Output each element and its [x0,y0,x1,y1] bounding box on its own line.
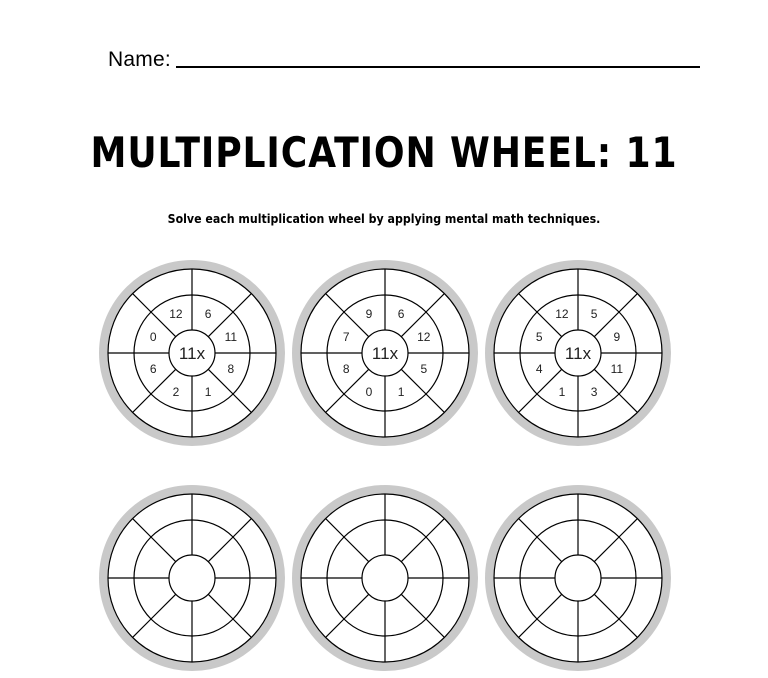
wheel-center [168,329,216,377]
wheel-number: 5 [420,362,427,376]
wheel-center [554,554,602,602]
multiplication-wheel [99,485,285,671]
wheel-number: 9 [366,307,373,321]
wheel-number: 11 [611,362,624,376]
outer-divider [232,293,252,313]
wheel-number: 3 [591,385,598,399]
wheel-number: 12 [169,307,183,321]
wheel-number: 8 [343,362,350,376]
outer-divider [618,293,638,313]
wheel-center [168,554,216,602]
wheel-number: 1 [398,385,405,399]
inner-diagonal-divider [207,368,234,395]
inner-diagonal-divider [536,368,563,395]
name-field: Name: [108,44,702,74]
wheel-number: 0 [366,385,373,399]
outer-divider [425,393,445,413]
worksheet-instructions: Solve each multiplication wheel by apply… [167,211,601,226]
outer-divider [425,293,445,313]
wheel-number: 11 [225,330,238,344]
wheel-center-label: 11x [372,344,399,363]
outer-divider [518,393,538,413]
wheel-number: 4 [536,362,543,376]
wheel-number: 6 [205,307,212,321]
inner-diagonal-divider [343,368,370,395]
name-label: Name: [108,48,171,71]
wheel-number: 12 [417,330,431,344]
wheel-number: 5 [591,307,598,321]
wheel-number: 6 [150,362,157,376]
wheel-center [361,329,409,377]
wheel-center [554,329,602,377]
wheel-number: 0 [150,330,157,344]
wheel-center [361,554,409,602]
inner-diagonal-divider [150,311,177,338]
wheel-number: 12 [555,307,569,321]
multiplication-wheel [292,485,478,671]
wheel-center-label: 11x [179,344,206,363]
multiplication-wheel [485,485,671,671]
outer-divider [132,293,152,313]
outer-divider [518,293,538,313]
inner-diagonal-divider [150,368,177,395]
inner-diagonal-divider [593,311,620,338]
outer-divider [325,293,345,313]
multiplication-wheel: 11x 9 6 12 5 1 0 8 7 [292,260,478,446]
inner-diagonal-divider [536,311,563,338]
outer-divider [232,393,252,413]
wheel-number: 9 [613,330,620,344]
outer-divider [132,393,152,413]
inner-diagonal-divider [593,368,620,395]
multiplication-wheel: 11x 12 5 9 11 3 1 4 5 [485,260,671,446]
wheel-number: 6 [398,307,405,321]
inner-diagonal-divider [343,311,370,338]
wheel-number: 2 [173,385,180,399]
wheel-number: 8 [227,362,234,376]
wheel-number: 5 [536,330,543,344]
inner-diagonal-divider [400,311,427,338]
inner-diagonal-divider [207,311,234,338]
inner-diagonal-divider [400,368,427,395]
outer-divider [325,393,345,413]
wheel-number: 1 [559,385,566,399]
outer-divider [618,393,638,413]
worksheet-title: MULTIPLICATION WHEEL: 11 [90,128,678,177]
wheel-number: 7 [343,330,350,344]
wheel-number: 1 [205,385,212,399]
name-line[interactable] [176,66,700,68]
wheel-center-label: 11x [565,344,592,363]
